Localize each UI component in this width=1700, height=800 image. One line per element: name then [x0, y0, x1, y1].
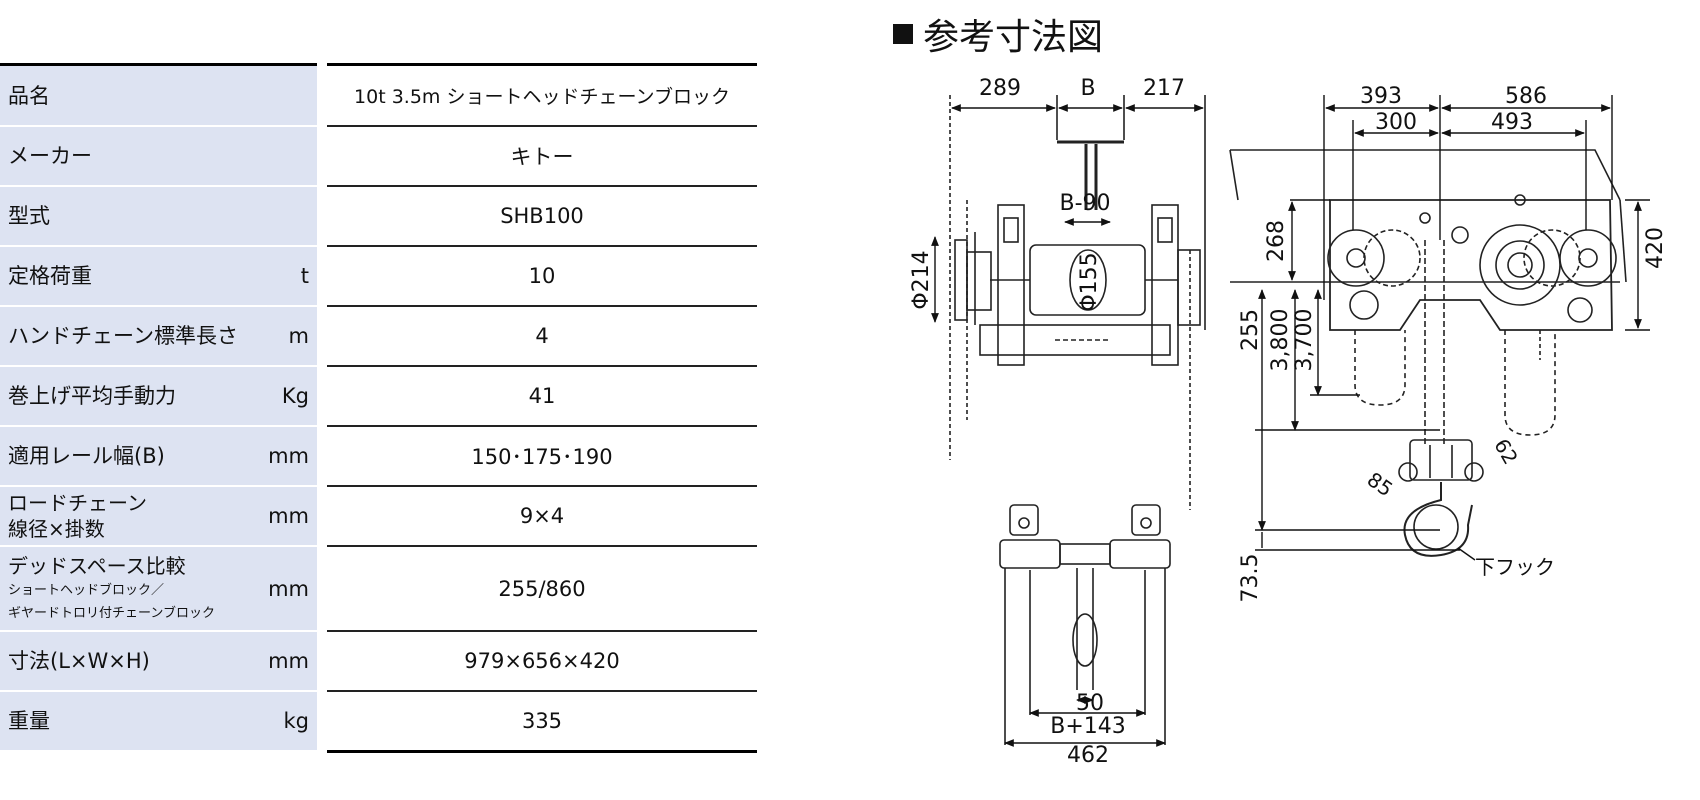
- row-value: キトー: [510, 145, 574, 169]
- dim-217: 217: [1143, 76, 1185, 101]
- dim-phi214: Φ214: [909, 250, 934, 309]
- dim-62: 62: [1489, 434, 1523, 468]
- row-unit: mm: [268, 649, 309, 673]
- table-row: 適用レール幅(B) mm 150･175･190: [0, 427, 760, 485]
- row-divider: [327, 125, 757, 127]
- row-value: 255/860: [498, 576, 586, 601]
- row-value: 979×656×420: [464, 649, 620, 673]
- row-value: SHB100: [500, 204, 584, 228]
- row-unit: mm: [268, 504, 309, 528]
- row-value: 10t 3.5m ショートヘッドチェーンブロック: [354, 86, 730, 108]
- dim-73-5: 73.5: [1238, 554, 1263, 603]
- row-label: 巻上げ平均手動力: [8, 384, 176, 408]
- row-label: メーカー: [8, 144, 92, 168]
- drawing-title: 参考寸法図: [893, 8, 1103, 60]
- row-divider: [327, 305, 757, 307]
- table-top-rule-value: [327, 63, 757, 66]
- row-unit: mm: [268, 444, 309, 468]
- dim-b-90: B-90: [1059, 191, 1110, 216]
- row-divider: [327, 690, 757, 692]
- row-value: 9×4: [519, 504, 565, 528]
- dim-3800: 3,800: [1268, 309, 1293, 372]
- square-bullet-icon: [893, 24, 913, 44]
- dim-50: 50: [1076, 691, 1104, 716]
- row-unit: Kg: [281, 384, 309, 408]
- row-label: ロードチェーン 線径×掛数: [8, 491, 147, 541]
- row-unit: t: [300, 264, 309, 288]
- row-divider: [327, 630, 757, 632]
- row-unit: m: [288, 324, 309, 348]
- dim-85: 85: [1363, 467, 1398, 501]
- row-label: 適用レール幅(B): [8, 444, 165, 468]
- dim-300: 300: [1375, 110, 1417, 135]
- side-view-dimensions: [931, 104, 1204, 747]
- table-top-rule-label: [0, 63, 317, 66]
- hook-label: 下フック: [1475, 555, 1555, 579]
- row-value: 4: [535, 324, 549, 348]
- front-view-dimensions: [1255, 95, 1650, 561]
- table-row: 型式 SHB100: [0, 187, 760, 245]
- table-row: 寸法(L×W×H) mm 979×656×420: [0, 632, 760, 690]
- dim-289: 289: [979, 76, 1021, 101]
- row-value: 150･175･190: [471, 445, 613, 469]
- table-row: ロードチェーン 線径×掛数 mm 9×4: [0, 487, 760, 545]
- row-label: 定格荷重: [8, 264, 92, 288]
- dim-493: 493: [1491, 110, 1533, 135]
- row-divider: [327, 185, 757, 187]
- table-row: 定格荷重 t 10: [0, 247, 760, 305]
- table-bottom-rule: [327, 750, 757, 753]
- row-divider: [327, 425, 757, 427]
- dim-b: B: [1080, 76, 1095, 101]
- table-row: ハンドチェーン標準長さ m 4: [0, 307, 760, 365]
- row-divider: [327, 365, 757, 367]
- row-unit: kg: [283, 709, 310, 733]
- table-row: 品名 10t 3.5m ショートヘッドチェーンブロック: [0, 66, 760, 125]
- table-row: メーカー キトー: [0, 127, 760, 185]
- row-label: 型式: [8, 204, 50, 228]
- row-label: デッドスペース比較 ショートヘッドブロック／ ギヤードトロリ付チェーンブロック: [8, 553, 215, 621]
- row-divider: [327, 245, 757, 247]
- dim-586: 586: [1505, 84, 1547, 109]
- dim-393: 393: [1360, 84, 1402, 109]
- table-row: 巻上げ平均手動力 Kg 41: [0, 367, 760, 425]
- row-value: 10: [528, 264, 556, 288]
- row-label: 重量: [8, 709, 50, 733]
- row-value: 335: [521, 709, 563, 733]
- dim-268: 268: [1264, 220, 1289, 262]
- dim-phi155: Φ155: [1077, 252, 1102, 311]
- dim-420: 420: [1643, 227, 1668, 269]
- row-unit: mm: [268, 576, 309, 601]
- dim-b-143: B+143: [1050, 714, 1126, 739]
- dim-462: 462: [1067, 743, 1109, 768]
- row-label: 品名: [8, 83, 50, 108]
- row-divider: [327, 485, 757, 487]
- row-divider: [327, 545, 757, 547]
- dim-255: 255: [1238, 309, 1263, 351]
- row-value: 41: [528, 384, 556, 408]
- dim-3700: 3,700: [1292, 309, 1317, 372]
- side-view: [949, 95, 1206, 745]
- table-row: 重量 kg 335: [0, 692, 760, 750]
- table-row: デッドスペース比較 ショートヘッドブロック／ ギヤードトロリ付チェーンブロック …: [0, 547, 760, 630]
- row-label: 寸法(L×W×H): [8, 649, 150, 673]
- row-label: ハンドチェーン標準長さ: [8, 324, 238, 348]
